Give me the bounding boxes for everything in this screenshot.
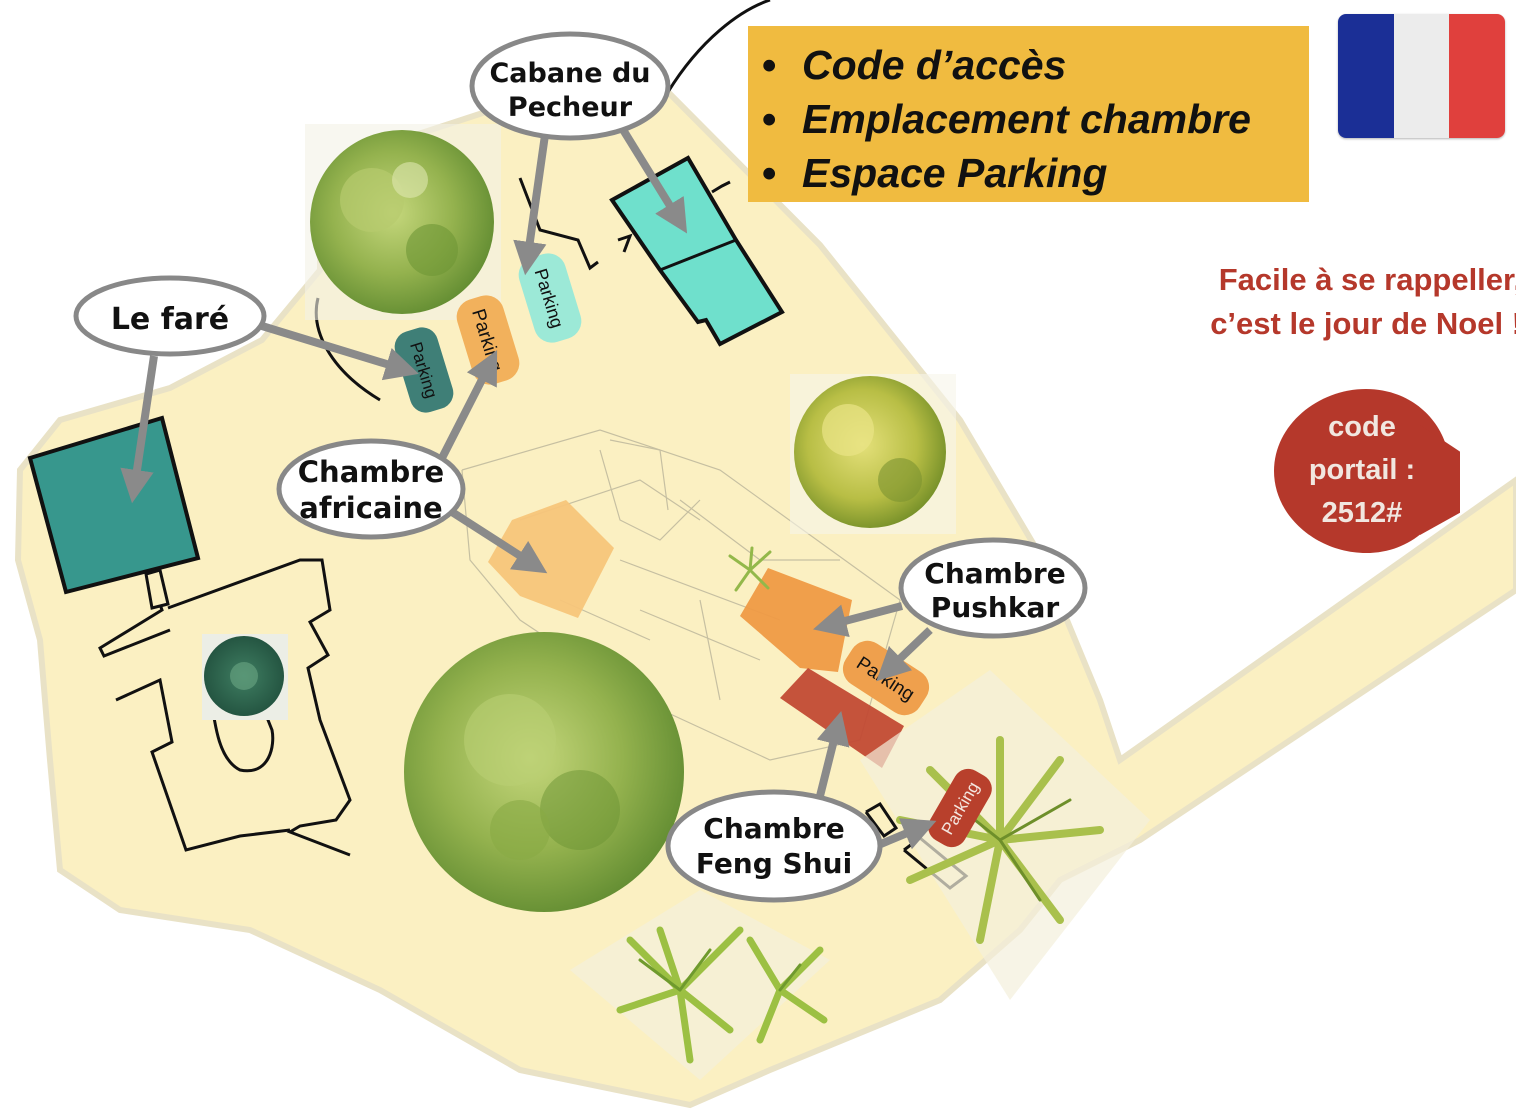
reminder-note-line: Facile à se rappeller, <box>1218 262 1516 297</box>
flag-france-icon[interactable] <box>1338 14 1505 138</box>
label-bubble-africaine: Chambre africaine <box>276 438 466 540</box>
room-pushkar <box>740 568 852 672</box>
location-pin-icon <box>1274 389 1460 553</box>
svg-text:africaine: africaine <box>299 491 442 525</box>
tree-icon <box>404 632 684 912</box>
legend-item: •Espace Parking <box>762 150 1108 196</box>
room-africaine <box>488 500 614 618</box>
reminder-note-line: c’est le jour de Noel ! <box>1210 306 1516 341</box>
tree-icon <box>305 124 501 320</box>
gate-code-line: code <box>1328 411 1396 443</box>
palm-tree-icon <box>728 546 772 592</box>
svg-text:Le faré: Le faré <box>111 302 229 337</box>
label-bubble-cabane: Cabane du Pecheur <box>469 31 671 141</box>
label-bubble-fengshui: Chambre Feng Shui <box>665 789 883 903</box>
svg-text:Chambre: Chambre <box>703 812 844 845</box>
svg-text:Feng Shui: Feng Shui <box>696 847 852 880</box>
parking-spot-cabane: Parking <box>518 253 582 343</box>
tree-icon <box>790 374 956 534</box>
tree-icon <box>202 634 288 720</box>
legend-item: •Emplacement chambre <box>762 96 1251 142</box>
arrow-icon <box>120 125 937 850</box>
legend-item: •Code d’accès <box>762 42 1067 88</box>
gate-code-value: 2512# <box>1321 497 1403 529</box>
gate-code: code portail : 2512# <box>1272 406 1452 535</box>
legend-box: •Code d’accès •Emplacement chambre •Espa… <box>748 26 1309 202</box>
gate-code-line: portail : <box>1308 454 1416 486</box>
label-bubble-fare: Le faré <box>73 275 267 357</box>
svg-text:Chambre: Chambre <box>298 455 444 489</box>
label-bubble-pushkar: Chambre Pushkar <box>898 537 1088 639</box>
svg-text:Cabane du: Cabane du <box>489 58 650 89</box>
svg-text:Pushkar: Pushkar <box>931 591 1060 624</box>
svg-text:Pecheur: Pecheur <box>508 92 633 123</box>
building-cabane-pecheur <box>609 155 785 347</box>
svg-text:Chambre: Chambre <box>924 557 1065 590</box>
building-fare <box>27 415 201 610</box>
palm-tree-icon <box>860 670 1150 1000</box>
reminder-note: Facile à se rappeller, c’est le jour de … <box>1150 258 1516 346</box>
palm-tree-icon <box>570 890 830 1080</box>
